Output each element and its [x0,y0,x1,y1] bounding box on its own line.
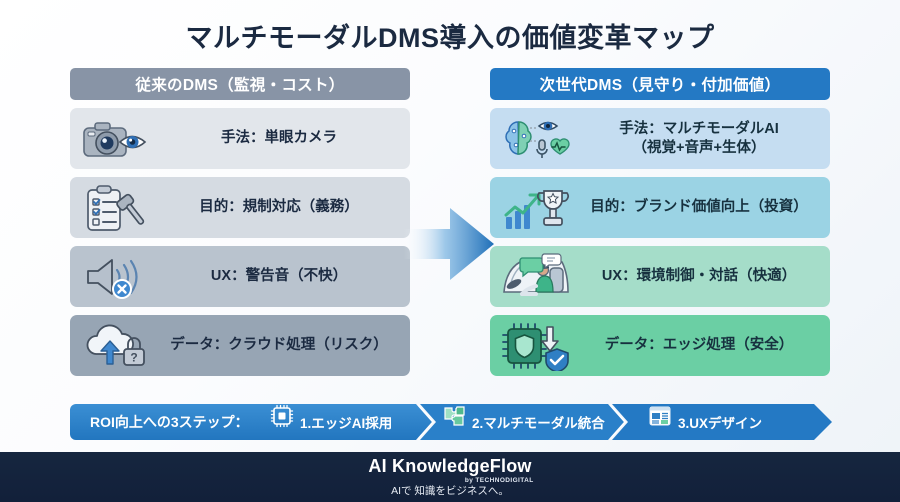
puzzle-icon [442,406,466,434]
nextgen-card-ux[interactable]: UX：環境制御・対話（快適） [490,246,830,307]
camera-eye-icon [78,113,156,165]
nextgen-card-method-line2: （視覚+音声+生体） [632,139,766,156]
right-arrow-icon [404,196,498,292]
footer-tagline: AIで 知識をビジネスへ。 [391,485,509,497]
svg-text:?: ? [130,350,137,364]
layout-icon [648,406,672,434]
legacy-card-data-label: データ：クラウド処理（リスク） [170,337,388,354]
nextgen-card-ux-label: UX：環境制御・対話（快適） [601,268,797,285]
legacy-dms-header: 従来のDMS（監視・コスト） [70,68,410,100]
nextgen-card-method[interactable]: 手法：マルチモーダルAI （視覚+音声+生体） [490,108,830,169]
roi-step-2-label: 2.マルチモーダル統合 [472,416,605,431]
microchip-icon [270,404,294,434]
roi-step-1-label: 1.エッジAI採用 [300,416,393,431]
roi-banner-label: ROI向上への3ステップ： [90,414,249,430]
legacy-card-ux[interactable]: UX：警告音（不快） [70,246,410,307]
legacy-card-purpose[interactable]: 目的：規制対応（義務） [70,177,410,238]
brain-sensors-icon [498,113,576,165]
roi-step-3-label: 3.UXデザイン [678,416,763,431]
nextgen-card-method-line1: 手法：マルチモーダルAI [619,120,779,137]
clipboard-gavel-icon [78,182,156,234]
brand-block: AI KnowledgeFlow by TECHNODIGITAL [368,456,533,484]
legacy-dms-column: 従来のDMS（監視・コスト） 手法：単眼カメラ [70,68,410,376]
legacy-card-method[interactable]: 手法：単眼カメラ [70,108,410,169]
footer-bar: AI KnowledgeFlow by TECHNODIGITAL AIで 知識… [0,452,900,502]
legacy-card-data[interactable]: ? データ：クラウド処理（リスク） [70,315,410,376]
roi-step-2[interactable]: 2.マルチモーダル統合 [442,404,605,440]
car-cabin-chat-icon [498,251,576,303]
roi-banner-shape [70,404,832,440]
brand-subtitle: by TECHNODIGITAL [464,477,534,484]
nextgen-card-data[interactable]: データ：エッジ処理（安全） [490,315,830,376]
legacy-card-method-label: 手法：単眼カメラ [221,130,337,147]
legacy-card-purpose-label: 目的：規制対応（義務） [199,199,359,216]
cloud-lock-icon: ? [78,320,156,372]
page-title: マルチモーダルDMS導入の価値変革マップ [185,23,715,53]
nextgen-card-purpose-label: 目的：ブランド価値向上（投資） [590,199,808,216]
speaker-alert-icon [78,251,156,303]
nextgen-dms-column: 次世代DMS（見守り・付加価値） 手法：マルチモーダルAI [490,68,830,376]
roi-steps-banner: ROI向上への3ステップ： 1.エッジAI採用 2. [70,404,832,440]
chip-shield-icon [498,320,576,372]
legacy-card-ux-label: UX：警告音（不快） [210,268,348,285]
growth-trophy-icon [498,182,576,234]
nextgen-card-data-label: データ：エッジ処理（安全） [604,337,794,354]
nextgen-card-purpose[interactable]: 目的：ブランド価値向上（投資） [490,177,830,238]
roi-step-3[interactable]: 3.UXデザイン [648,404,762,440]
brand-name: AI KnowledgeFlow [368,456,532,476]
roi-step-1[interactable]: 1.エッジAI採用 [270,404,392,440]
nextgen-dms-header: 次世代DMS（見守り・付加価値） [490,68,830,100]
nextgen-card-method-label: 手法：マルチモーダルAI （視覚+音声+生体） [576,120,830,157]
